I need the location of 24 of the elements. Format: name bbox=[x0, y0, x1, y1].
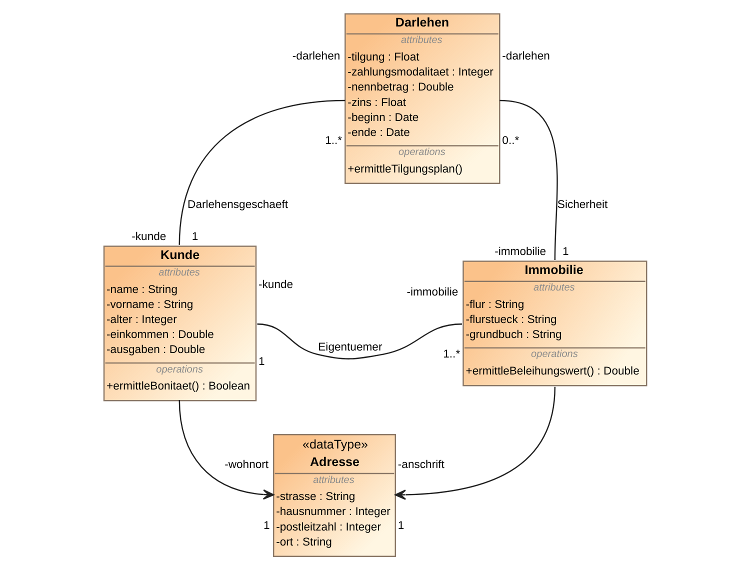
connector bbox=[178, 100, 345, 245]
node-label: -kunde bbox=[258, 278, 293, 291]
edge-label: Darlehensgeschaeft bbox=[187, 199, 288, 212]
node-label: -immobilie bbox=[494, 246, 546, 258]
node-label: -wohnort bbox=[224, 459, 268, 472]
node-label: -darlehen bbox=[502, 50, 550, 62]
edge-label: Sicherheit bbox=[556, 199, 608, 212]
node-label: -kunde bbox=[131, 231, 166, 244]
node-label: 1 bbox=[397, 520, 404, 532]
node-label: 1 bbox=[263, 520, 270, 532]
node-label: 1 bbox=[258, 356, 264, 368]
node-label: -anschrift bbox=[397, 459, 444, 472]
connector bbox=[256, 323, 462, 360]
node-label: -darlehen bbox=[292, 50, 340, 62]
node-label: 0..* bbox=[502, 135, 519, 148]
connector bbox=[499, 100, 558, 260]
edge-label: Eigentuemer bbox=[318, 342, 382, 354]
node-label: 1..* bbox=[442, 348, 460, 361]
node-label: 1 bbox=[562, 246, 568, 258]
arrow bbox=[178, 400, 274, 500]
arrow bbox=[394, 386, 556, 500]
node-label: 1..* bbox=[324, 135, 342, 148]
node-label: 1 bbox=[191, 231, 198, 244]
node-label: -immobilie bbox=[406, 286, 458, 298]
